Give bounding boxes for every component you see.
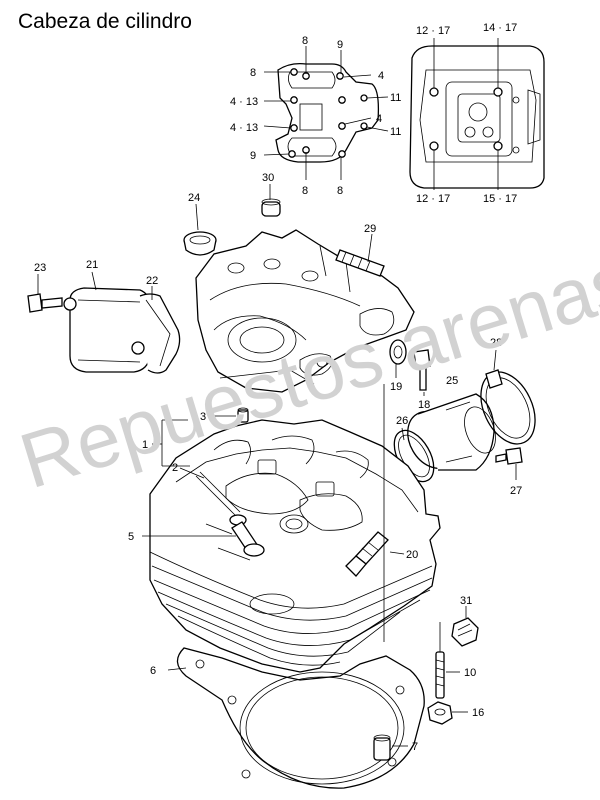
callout-21: 21 <box>86 259 98 271</box>
part-27-bolt <box>495 447 523 480</box>
callout-26: 26 <box>396 415 408 427</box>
part-1-cylinder-head <box>149 419 441 673</box>
callout-4: 4 <box>376 113 382 125</box>
callout-15-17: 15 · 17 <box>483 193 517 205</box>
callout-20: 20 <box>406 549 418 561</box>
cam-cover-bolt-inset <box>263 46 389 180</box>
part-3-dowel <box>212 407 249 423</box>
callout-30: 30 <box>262 172 274 184</box>
callout-19: 19 <box>390 381 402 393</box>
callout-12-17: 12 · 17 <box>416 25 450 37</box>
callout-11: 11 <box>390 92 401 104</box>
part-24-cap <box>183 203 217 256</box>
callout-11: 11 <box>390 126 401 138</box>
diagram-title: Cabeza de cilindro <box>18 10 192 33</box>
part-22-gasket <box>139 286 181 374</box>
callout-22: 22 <box>146 275 158 287</box>
callout-1: 1 <box>142 439 148 451</box>
part-20-spark-plug <box>345 531 405 577</box>
camshaft-housing <box>195 229 415 393</box>
callout-8: 8 <box>302 185 308 197</box>
callout-28: 28 <box>490 337 502 349</box>
part-18-bolt <box>413 349 431 396</box>
part-25-intake-pipe <box>407 393 496 471</box>
callout-4: 4 <box>378 70 384 82</box>
part-10-stud <box>435 622 460 699</box>
part-16-nut <box>427 701 468 725</box>
callout-24: 24 <box>188 192 200 204</box>
part-28-clamp <box>480 349 536 445</box>
callout-9: 9 <box>337 39 343 51</box>
part-21-side-cover <box>63 271 151 373</box>
part-31-rubber <box>451 606 479 647</box>
part-23-bolt <box>27 274 63 313</box>
part-29-stud <box>335 233 385 277</box>
callout-4-13: 4 · 13 <box>230 122 258 134</box>
callout-brackets <box>142 384 385 642</box>
callout-10: 10 <box>464 667 476 679</box>
callout-3: 3 <box>200 411 206 423</box>
callout-8: 8 <box>250 67 256 79</box>
part-30-plug <box>261 184 281 217</box>
callout-7: 7 <box>412 741 418 753</box>
callout-18: 18 <box>418 399 430 411</box>
callout-labels: 1 2 3 4 4 4 · 13 4 · 13 5 6 7 8 8 8 8 9 … <box>34 22 522 753</box>
part-6-head-gasket <box>167 647 425 789</box>
callout-16: 16 <box>472 707 484 719</box>
callout-12-17: 12 · 17 <box>416 193 450 205</box>
callout-2: 2 <box>172 462 178 474</box>
callout-31: 31 <box>460 595 472 607</box>
callout-8: 8 <box>337 185 343 197</box>
part-19-washer <box>389 339 407 378</box>
callout-14-17: 14 · 17 <box>483 22 517 34</box>
part-7-dowel-pin <box>373 734 408 761</box>
callout-25: 25 <box>446 375 458 387</box>
callout-23: 23 <box>34 262 46 274</box>
callout-29: 29 <box>364 223 376 235</box>
callout-9: 9 <box>250 150 256 162</box>
callout-5: 5 <box>128 531 134 543</box>
head-bolt-inset <box>409 38 545 190</box>
callout-6: 6 <box>150 665 156 677</box>
callout-27: 27 <box>510 485 522 497</box>
callout-4-13: 4 · 13 <box>230 96 258 108</box>
callout-8: 8 <box>302 35 308 47</box>
